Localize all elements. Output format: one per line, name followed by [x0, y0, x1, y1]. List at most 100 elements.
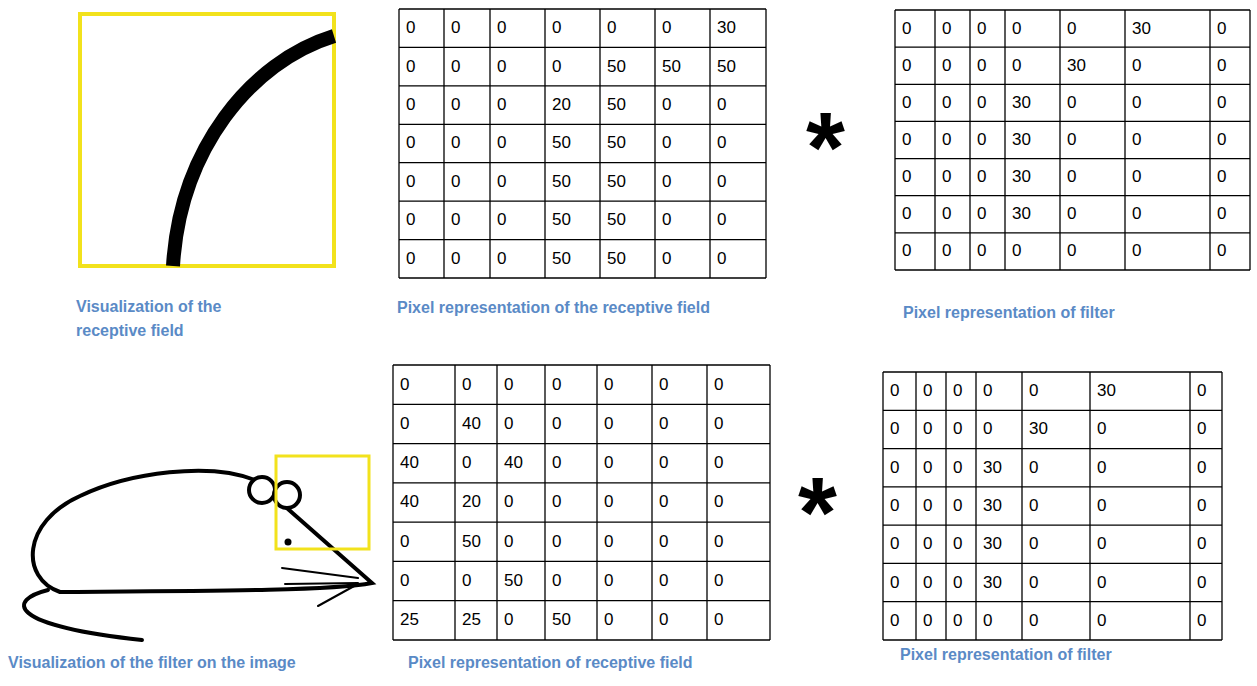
table-cell: 0: [399, 201, 444, 239]
grid-line: [393, 404, 770, 405]
table-cell: 0: [490, 9, 545, 47]
table-cell: 0: [710, 163, 766, 201]
table-cell: 0: [497, 365, 545, 404]
grid-line: [399, 124, 766, 125]
table-cell: 0: [1190, 525, 1222, 563]
grid-line: [883, 601, 1222, 602]
table-cell: 0: [976, 410, 1022, 448]
table-cell: 0: [497, 404, 545, 443]
table-cell: 0: [399, 163, 444, 201]
grid-line: [883, 371, 1222, 372]
table-cell: 0: [707, 522, 770, 561]
caption: Visualization of the receptive field: [76, 295, 291, 343]
grid-line: [489, 9, 490, 278]
table-cell: 30: [1005, 159, 1060, 196]
table-cell: 0: [597, 601, 652, 640]
table-cell: 0: [1190, 449, 1222, 487]
table-cell: 0: [655, 201, 710, 239]
grid-line: [1209, 10, 1210, 270]
mouse-body: [33, 471, 372, 592]
table-cell: 40: [455, 404, 497, 443]
table-cell: 0: [399, 47, 444, 85]
table-cell: 0: [1060, 121, 1125, 158]
table-cell: 0: [710, 86, 766, 124]
table-cell: 0: [1022, 525, 1090, 563]
table-cell: 50: [600, 124, 655, 162]
grid-line: [443, 9, 444, 278]
table-cell: 0: [1005, 47, 1060, 84]
grid-line: [1004, 10, 1005, 270]
table-cell: 0: [597, 561, 652, 600]
table-cell: 50: [600, 86, 655, 124]
table-cell: 0: [970, 159, 1005, 196]
table-cell: 50: [600, 201, 655, 239]
table-cell: 0: [399, 124, 444, 162]
table-cell: 0: [600, 9, 655, 47]
table-cell: 0: [916, 410, 946, 448]
table-cell: 0: [490, 47, 545, 85]
table-cell: 0: [497, 483, 545, 522]
table-cell: 0: [935, 196, 970, 233]
table-cell: 30: [976, 449, 1022, 487]
table-cell: 0: [895, 121, 935, 158]
table-cell: 0: [883, 602, 916, 640]
table-cell: 30: [1005, 121, 1060, 158]
table-cell: 0: [545, 561, 597, 600]
table-cell: 0: [399, 86, 444, 124]
grid-line: [934, 10, 935, 270]
grid-line: [895, 46, 1250, 47]
table-cell: 0: [652, 404, 707, 443]
table-cell: 0: [652, 365, 707, 404]
table-cell: 40: [497, 444, 545, 483]
table-cell: 0: [935, 84, 970, 121]
whisker: [285, 583, 358, 584]
grid-line: [544, 365, 545, 640]
table-cell: 40: [393, 483, 455, 522]
table-cell: 30: [976, 525, 1022, 563]
grid-line: [393, 639, 770, 640]
grid-line: [399, 277, 766, 278]
table-cell: 50: [497, 561, 545, 600]
grid-line: [1089, 372, 1090, 640]
table-cell: 0: [970, 47, 1005, 84]
table-cell: 0: [1190, 410, 1222, 448]
table-cell: 0: [652, 483, 707, 522]
table-cell: 0: [545, 47, 600, 85]
table-cell: 0: [545, 9, 600, 47]
table-cell: 30: [976, 563, 1022, 601]
table-cell: 0: [1090, 449, 1190, 487]
table-cell: 30: [1005, 84, 1060, 121]
table-cell: 0: [444, 86, 490, 124]
table-cell: 0: [393, 561, 455, 600]
grid-line: [945, 372, 946, 640]
table-cell: 0: [1090, 410, 1190, 448]
table-cell: 0: [490, 163, 545, 201]
grid-line: [392, 365, 393, 640]
grid-line: [883, 410, 1222, 411]
table-cell: 0: [895, 159, 935, 196]
table-cell: 0: [652, 601, 707, 640]
table-cell: 0: [490, 86, 545, 124]
table-cell: 0: [1060, 196, 1125, 233]
table-cell: 0: [545, 444, 597, 483]
grid-line: [393, 364, 770, 365]
table-cell: 0: [1090, 487, 1190, 525]
table-cell: 40: [393, 444, 455, 483]
table-cell: 0: [655, 124, 710, 162]
table-cell: 0: [970, 196, 1005, 233]
grid-line: [895, 269, 1250, 270]
table-cell: 30: [1060, 47, 1125, 84]
mouse-ear: [249, 477, 275, 503]
table-cell: 0: [1060, 10, 1125, 47]
table-cell: 50: [545, 124, 600, 162]
grid-line: [399, 85, 766, 86]
table-cell: 50: [545, 240, 600, 278]
table-cell: 0: [710, 124, 766, 162]
table-cell: 0: [1210, 47, 1250, 84]
mouse-eye: [285, 539, 292, 546]
table-cell: 0: [597, 404, 652, 443]
table-cell: 0: [707, 365, 770, 404]
table-cell: 0: [707, 561, 770, 600]
grid-line: [393, 482, 770, 483]
grid-line: [895, 195, 1250, 196]
